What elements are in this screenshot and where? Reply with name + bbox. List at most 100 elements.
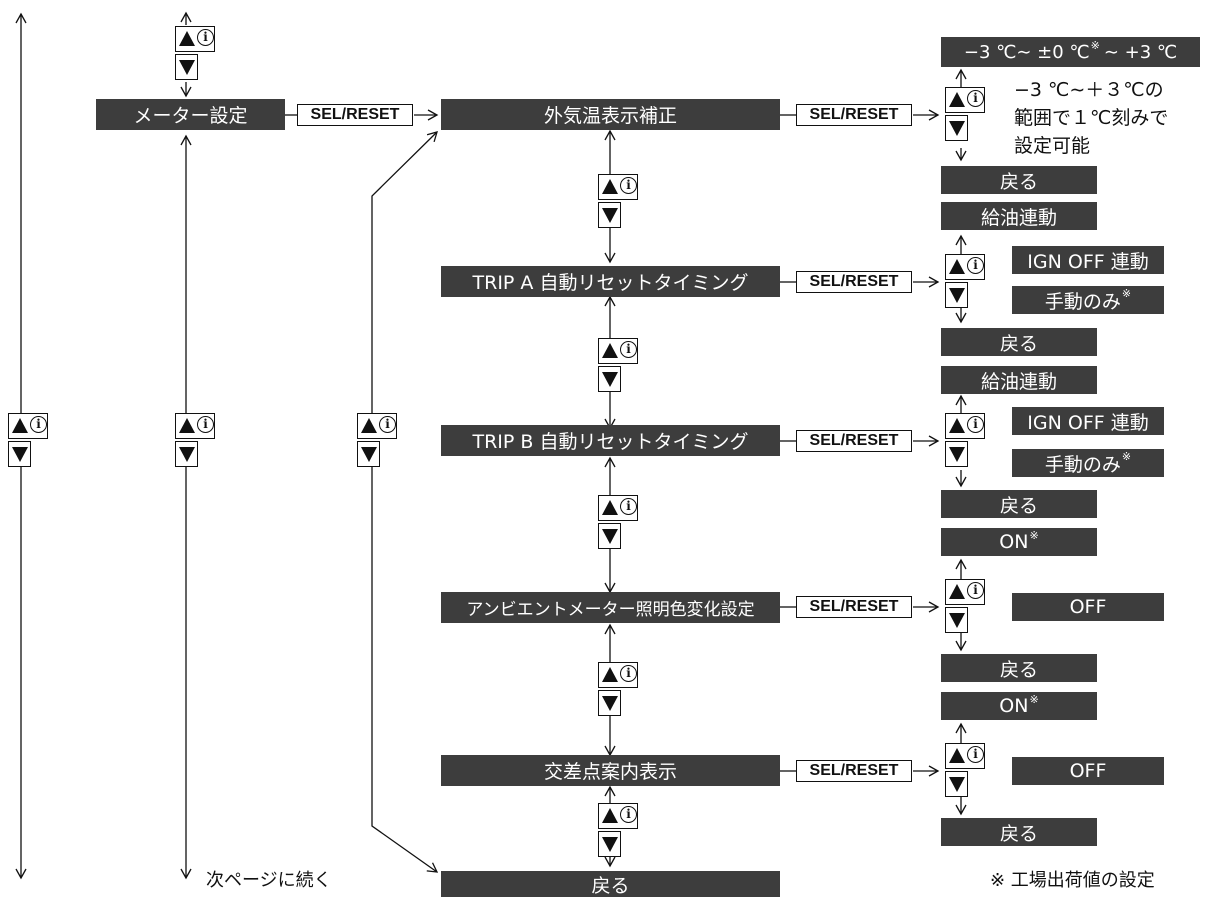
on-option[interactable]: ON※: [941, 692, 1097, 720]
off-label: OFF: [1069, 760, 1107, 782]
down-button[interactable]: [175, 441, 198, 467]
info-icon: i: [197, 29, 214, 46]
back-option[interactable]: 戻る: [941, 818, 1097, 846]
sel-reset-button[interactable]: SEL/RESET: [796, 760, 912, 782]
down-button[interactable]: [598, 523, 621, 549]
down-button[interactable]: [945, 771, 968, 797]
manual-only-option[interactable]: 手動のみ※: [1012, 449, 1164, 477]
trip-a-label: TRIP A 自動リセットタイミング: [472, 272, 749, 294]
back-option-label: 戻る: [999, 332, 1038, 355]
nav-updown-mid-4[interactable]: i: [598, 662, 640, 717]
nav-updown-right-4[interactable]: i: [945, 579, 987, 634]
nav-updown-top[interactable]: i: [175, 26, 217, 81]
intersection-item[interactable]: 交差点案内表示: [441, 755, 780, 786]
temp-range-option[interactable]: −3 ℃∼ ±0 ℃※∼ +3 ℃: [941, 37, 1200, 67]
down-button[interactable]: [945, 441, 968, 467]
nav-updown-right-3[interactable]: i: [945, 413, 987, 468]
up-info-button[interactable]: i: [945, 579, 985, 605]
back-item-main[interactable]: 戻る: [441, 871, 780, 897]
info-icon: i: [620, 806, 637, 823]
off-option[interactable]: OFF: [1012, 593, 1164, 621]
down-button[interactable]: [598, 366, 621, 392]
sel-reset-button[interactable]: SEL/RESET: [796, 104, 912, 126]
triangle-down-icon: [361, 447, 377, 462]
up-info-button[interactable]: i: [945, 743, 985, 769]
back-option-label: 戻る: [999, 494, 1038, 517]
info-icon: i: [379, 416, 396, 433]
triangle-down-icon: [12, 447, 28, 462]
up-info-button[interactable]: i: [945, 254, 985, 280]
sel-reset-button[interactable]: SEL/RESET: [297, 104, 413, 126]
nav-updown-mid-2[interactable]: i: [598, 338, 640, 393]
up-info-button[interactable]: i: [945, 413, 985, 439]
down-button[interactable]: [945, 282, 968, 308]
down-button[interactable]: [8, 441, 31, 467]
triangle-down-icon: [179, 60, 195, 75]
triangle-up-icon: [179, 418, 195, 433]
up-info-button[interactable]: i: [175, 26, 215, 52]
ambient-item[interactable]: アンビエントメーター照明色変化設定: [441, 592, 780, 623]
sel-reset-button[interactable]: SEL/RESET: [796, 430, 912, 452]
triangle-up-icon: [602, 179, 618, 194]
back-option[interactable]: 戻る: [941, 328, 1097, 356]
meter-settings-item[interactable]: メーター設定: [96, 99, 285, 130]
down-button[interactable]: [357, 441, 380, 467]
trip-a-item[interactable]: TRIP A 自動リセットタイミング: [441, 266, 780, 297]
up-info-button[interactable]: i: [8, 413, 48, 439]
info-icon: i: [620, 498, 637, 515]
nav-updown-mid-5[interactable]: i: [598, 803, 640, 858]
back-option-label: 戻る: [999, 822, 1038, 845]
outside-temp-item[interactable]: 外気温表示補正: [441, 99, 780, 130]
triangle-down-icon: [602, 837, 618, 852]
triangle-up-icon: [949, 584, 965, 599]
back-option-label: 戻る: [999, 658, 1038, 681]
up-info-button[interactable]: i: [357, 413, 397, 439]
ign-off-linked-option[interactable]: IGN OFF 連動: [1012, 407, 1164, 435]
up-info-button[interactable]: i: [175, 413, 215, 439]
up-info-button[interactable]: i: [598, 495, 638, 521]
down-button[interactable]: [598, 690, 621, 716]
down-button[interactable]: [945, 115, 968, 141]
refuel-linked-option[interactable]: 給油連動: [941, 366, 1097, 394]
nav-updown-mid-3[interactable]: i: [598, 495, 640, 550]
sel-reset-label: SEL/RESET: [809, 273, 899, 290]
triangle-down-icon: [602, 372, 618, 387]
nav-updown-right-2[interactable]: i: [945, 254, 987, 309]
manual-only-option[interactable]: 手動のみ※: [1012, 286, 1164, 314]
ign-off-linked-option[interactable]: IGN OFF 連動: [1012, 246, 1164, 274]
sel-reset-button[interactable]: SEL/RESET: [796, 596, 912, 618]
down-button[interactable]: [598, 202, 621, 228]
down-button[interactable]: [945, 607, 968, 633]
up-info-button[interactable]: i: [598, 174, 638, 200]
info-icon: i: [967, 746, 984, 763]
nav-updown-second[interactable]: i: [175, 413, 217, 468]
refuel-linked-label: 給油連動: [980, 206, 1057, 229]
triangle-up-icon: [602, 808, 618, 823]
on-option[interactable]: ON※: [941, 528, 1097, 556]
back-label: 戻る: [591, 874, 630, 897]
nav-updown-mid-1[interactable]: i: [598, 174, 640, 229]
nav-updown-loop[interactable]: i: [357, 413, 399, 468]
back-option[interactable]: 戻る: [941, 654, 1097, 682]
nav-updown-right-1[interactable]: i: [945, 87, 987, 142]
triangle-up-icon: [179, 31, 195, 46]
sel-reset-button[interactable]: SEL/RESET: [796, 271, 912, 293]
temp-note-line2: 範囲で１℃刻みで: [1014, 107, 1169, 129]
up-info-button[interactable]: i: [598, 803, 638, 829]
back-option[interactable]: 戻る: [941, 490, 1097, 518]
off-option[interactable]: OFF: [1012, 757, 1164, 785]
refuel-linked-option[interactable]: 給油連動: [941, 202, 1097, 230]
down-button[interactable]: [175, 54, 198, 80]
up-info-button[interactable]: i: [598, 338, 638, 364]
up-info-button[interactable]: i: [598, 662, 638, 688]
back-option[interactable]: 戻る: [941, 166, 1097, 194]
up-info-button[interactable]: i: [945, 87, 985, 113]
sel-reset-label: SEL/RESET: [809, 598, 899, 615]
sel-reset-label: SEL/RESET: [310, 106, 400, 123]
trip-b-item[interactable]: TRIP B 自動リセットタイミング: [441, 425, 780, 456]
triangle-up-icon: [361, 418, 377, 433]
nav-updown-right-5[interactable]: i: [945, 743, 987, 798]
back-option-label: 戻る: [999, 170, 1038, 193]
nav-updown-left[interactable]: i: [8, 413, 50, 468]
down-button[interactable]: [598, 831, 621, 857]
